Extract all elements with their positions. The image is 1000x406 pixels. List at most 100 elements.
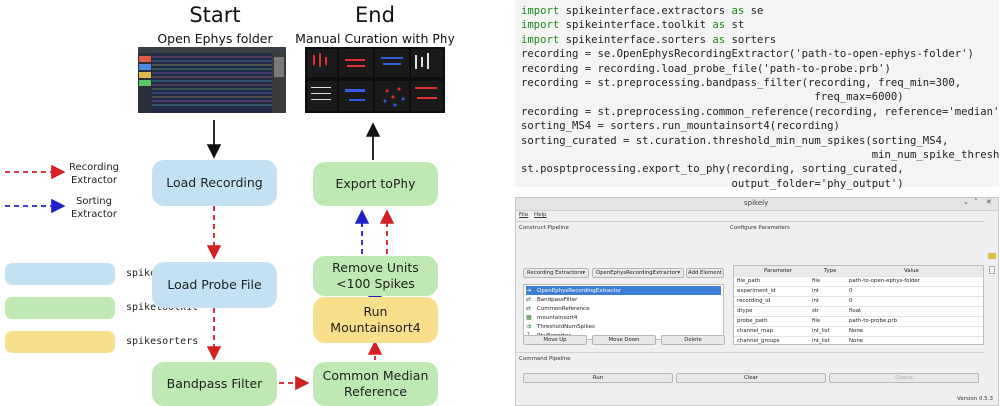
code-text-segment: sorting_MS4 = sorters.run_mountainsort4(… [521,120,840,133]
queue-button[interactable]: Queue [829,373,979,383]
node-load-probe-file: Load Probe File [152,262,277,308]
code-text-segment: se [744,5,764,17]
code-keyword: as [712,19,726,32]
node-remove-units: Remove Units <100 Spikes [313,256,438,296]
delete-button[interactable]: Delete [661,335,725,345]
param-name: probe_path [737,318,768,324]
param-name: file_path [737,278,761,284]
version-label: Version 0.5.3 [957,396,993,402]
param-value[interactable]: 0 [849,288,853,294]
table-row[interactable]: probe_path file path-to-probe.prb [734,316,983,328]
pipeline-item-label: ThresholdNumSpikes [537,323,595,330]
legend-recording-line2: Extractor [70,175,118,186]
legend-spikesorters-swatch [5,331,115,353]
element-select[interactable]: OpenEphysRecordingExtractor▾ [592,268,684,278]
chevron-down-icon: ▾ [677,270,680,276]
pipeline-list[interactable]: ⇥ OpenEphysRecordingExtractor ⇄ BandpassFi… [523,284,724,340]
code-text-segment: recording = st.preprocessing.common_refe… [521,105,1000,118]
code-text-segment: spikeinterface.extractors [559,5,732,17]
run-button[interactable]: Run [523,373,673,383]
pipeline-item-label: OpenEphysRecordingExtractor [537,287,622,294]
param-type: int_list [812,338,830,344]
table-row[interactable]: channel_map int_list None [734,326,983,338]
param-name: recording_id [737,298,771,304]
phy-thumbnail [305,47,445,113]
code-text-segment: sorters [725,33,777,46]
code-line: output_folder='phy_output') [521,177,993,191]
code-line: recording = recording.load_probe_file('p… [521,62,993,76]
list-item[interactable]: ⇄CommonReference [526,304,721,313]
close-icon[interactable]: ✕ [986,198,992,206]
table-row[interactable]: experiment_id int 0 [734,286,983,298]
parameter-table[interactable]: Parameter Type Value file_path file path… [733,265,984,345]
document-icon[interactable] [989,266,995,274]
list-item[interactable]: ⇥ OpenEphysRecordingExtractor [526,286,721,295]
node-export-text: Export to [335,176,393,191]
maximize-icon[interactable]: ˄ [974,198,978,206]
folder-icon[interactable] [988,253,996,259]
node-common-median-reference: Common Median Reference [313,362,438,406]
node-cmr-line1: Common Median [322,368,429,383]
add-element-button[interactable]: Add Element [686,268,724,278]
move-down-button[interactable]: Move Down [592,335,656,345]
code-text-segment: output_folder='phy_output') [521,177,904,190]
code-keyword: import [521,19,560,32]
param-type: int [812,298,820,304]
param-value[interactable]: path-to-probe.prb [849,318,897,324]
table-row[interactable]: recording_id int 0 [734,296,983,308]
table-row[interactable]: dtype str float [734,306,983,318]
command-pipeline-label: Command Pipeline [519,356,571,362]
code-line: import spikeinterface.extractors as se [521,4,993,18]
end-subtitle-text: Manual Curation with [295,31,433,46]
code-text-segment: spikeinterface.toolkit [559,19,713,32]
code-line: import spikeinterface.sorters as sorters [521,33,993,47]
list-item[interactable]: ⇄ BandpassFilter [526,295,721,304]
param-name: channel_groups [737,338,780,344]
end-title: End [355,3,395,27]
node-run-line2: Mountainsort4 [330,320,421,335]
list-item[interactable]: ⇉ThresholdNumSpikes [526,322,721,331]
param-name: experiment_id [737,288,776,294]
code-keyword: import [521,33,560,46]
legend-spikesorters-label: spikesorters [126,336,199,347]
category-select[interactable]: Recording Extractors▾ [523,268,589,278]
preprocessor-icon: ⇄ [526,295,532,303]
node-export-phy: Phy [392,176,416,191]
param-value[interactable]: path-to-open-ephys-folder [849,278,920,284]
extractor-icon: ⇥ [526,286,532,294]
open-ephys-thumbnail [138,47,286,113]
node-load-probe-label: Load Probe File [167,277,262,292]
legend-recording-line1: Recording [68,162,119,173]
menu-divider [516,221,984,222]
element-select-value: OpenEphysRecordingExtractor [596,270,677,276]
param-value[interactable]: None [849,328,864,334]
end-subtitle-phy: Phy [432,31,455,46]
legend-spiketoolkit-swatch [5,297,115,319]
param-value[interactable]: 0 [849,298,853,304]
menu-help[interactable]: Help [534,212,547,218]
table-row[interactable]: file_path file path-to-open-ephys-folder [734,276,983,288]
pipeline-item-label: BandpassFilter [537,296,578,303]
param-name: dtype [737,308,753,314]
header-type: Type [824,268,837,274]
code-line: recording = st.preprocessing.common_refe… [521,105,1000,119]
minimize-icon[interactable]: ⌄ [963,198,969,206]
code-line: freq_max=6000) [521,90,993,104]
move-up-button[interactable]: Move Up [523,335,587,345]
list-item[interactable]: ▦mountainsort4 [526,313,721,322]
chevron-down-icon: ▾ [582,270,585,276]
code-line: import spikeinterface.toolkit as st [521,18,993,32]
param-value[interactable]: None [849,338,864,344]
code-text-segment: min_num_spike_threshold=100) [521,149,1000,162]
clear-button[interactable]: Clear [676,373,826,383]
param-value[interactable]: float [849,308,862,314]
node-remove-line1: Remove Units [332,260,419,275]
phy-screenshot [305,47,445,113]
table-row[interactable]: channel_groups int_list None [734,336,983,346]
legend-sorting-label: Sorting Extractor [66,195,122,221]
menu-file[interactable]: File [519,212,529,218]
code-keyword: as [731,5,745,17]
code-line: st.posptprocessing.export_to_phy(recordi… [521,162,993,176]
window-title: spikely [744,199,769,207]
